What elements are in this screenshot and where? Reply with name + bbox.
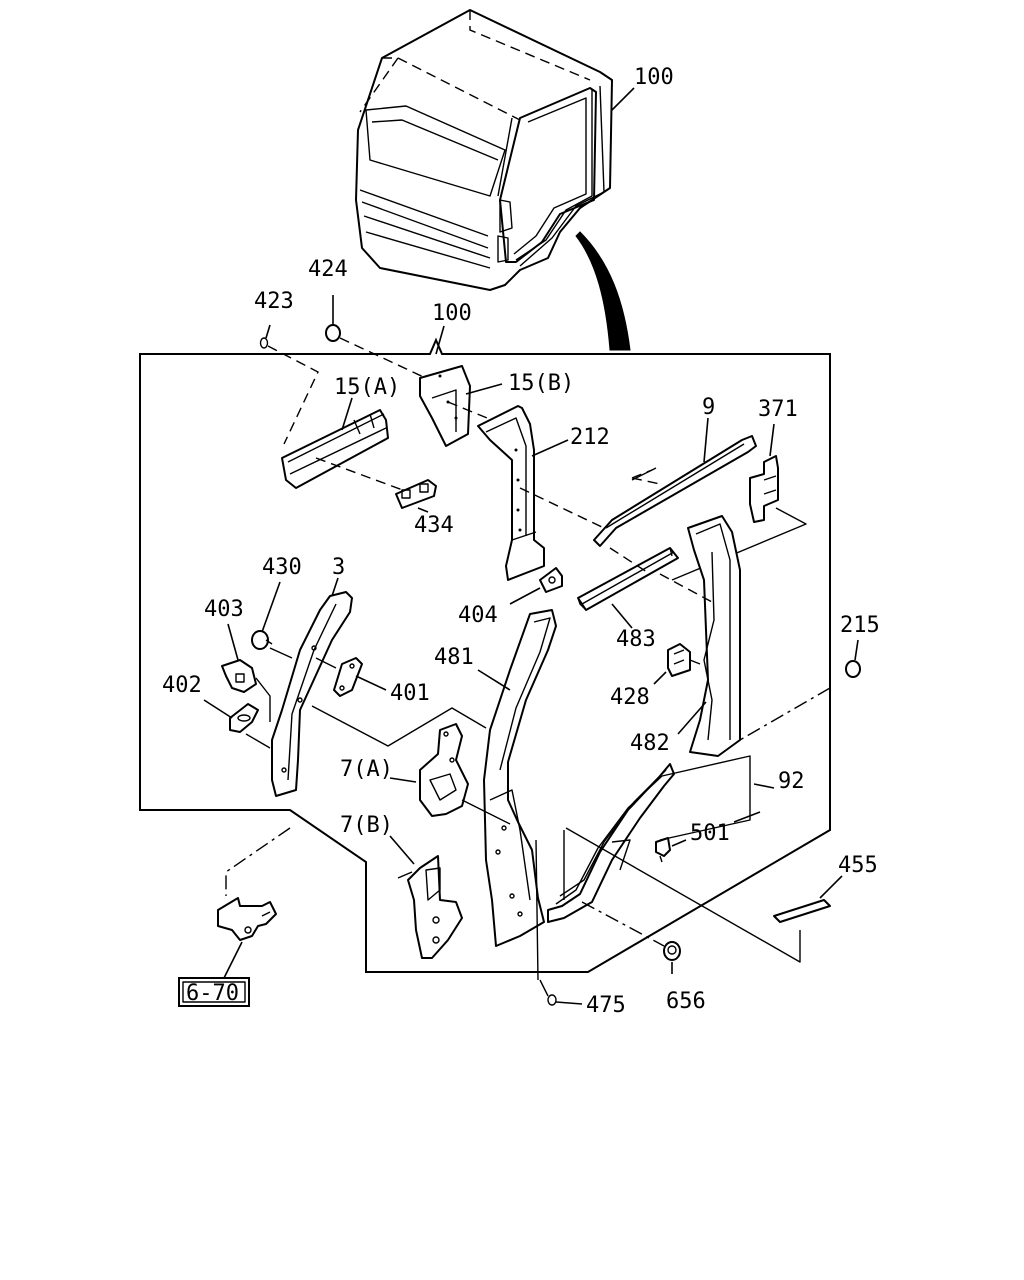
part-482-pillar xyxy=(687,515,741,757)
label-403: 403 xyxy=(204,597,244,622)
part-371-bracket xyxy=(749,455,779,523)
label-434: 434 xyxy=(414,513,454,538)
label-656: 656 xyxy=(666,989,706,1014)
label-483: 483 xyxy=(616,627,656,652)
part-423-clip xyxy=(259,337,269,349)
label-7a: 7(A) xyxy=(340,757,393,782)
part-428-bracket xyxy=(667,643,691,677)
label-212: 212 xyxy=(570,425,610,450)
label-7b: 7(B) xyxy=(340,813,393,838)
label-371: 371 xyxy=(758,397,798,422)
part-92-sill xyxy=(547,755,751,923)
part-430-bolt xyxy=(251,630,273,650)
part-215-grommet xyxy=(845,660,861,678)
part-15b-bracket xyxy=(419,365,471,447)
assembly-frame xyxy=(139,337,831,973)
label-430: 430 xyxy=(262,555,302,580)
label-215: 215 xyxy=(840,613,880,638)
part-501-screw xyxy=(655,837,671,863)
part-401-bracket xyxy=(333,657,363,697)
label-100-top: 100 xyxy=(634,65,674,90)
label-455: 455 xyxy=(838,853,878,878)
label-481: 481 xyxy=(434,645,474,670)
label-401: 401 xyxy=(390,681,430,706)
part-212-pillar xyxy=(477,405,545,581)
part-7a-hinge xyxy=(419,723,469,817)
label-402: 402 xyxy=(162,673,202,698)
part-424-grommet xyxy=(325,324,341,342)
label-428: 428 xyxy=(610,685,650,710)
label-9: 9 xyxy=(702,395,715,420)
part-15a-rail xyxy=(281,409,389,489)
part-403-clip xyxy=(221,659,257,693)
part-481-pillar xyxy=(483,609,557,947)
part-434-plate xyxy=(395,479,437,509)
cab-overview xyxy=(355,9,613,291)
label-501: 501 xyxy=(690,821,730,846)
part-455-pad xyxy=(773,899,831,923)
part-402-clip xyxy=(229,703,259,733)
part-656-plug xyxy=(663,941,681,961)
part-9-rail xyxy=(593,435,757,547)
label-404: 404 xyxy=(458,603,498,628)
label-3: 3 xyxy=(332,555,345,580)
label-100-frame: 100 xyxy=(432,301,472,326)
part-7b-hinge xyxy=(397,855,463,959)
label-475: 475 xyxy=(586,993,626,1018)
label-423: 423 xyxy=(254,289,294,314)
part-475-clip xyxy=(547,994,557,1006)
label-92: 92 xyxy=(778,769,805,794)
part-404-clip xyxy=(539,567,563,593)
label-424: 424 xyxy=(308,257,348,282)
callout-arrow xyxy=(575,231,631,351)
part-483-rail xyxy=(577,547,679,611)
label-6-70[interactable]: 6-70 xyxy=(186,981,239,1006)
ref-6-70-part xyxy=(217,897,277,941)
part-3-pillar xyxy=(271,591,353,797)
label-15a: 15(A) xyxy=(334,375,400,400)
label-482: 482 xyxy=(630,731,670,756)
label-15b: 15(B) xyxy=(508,371,574,396)
